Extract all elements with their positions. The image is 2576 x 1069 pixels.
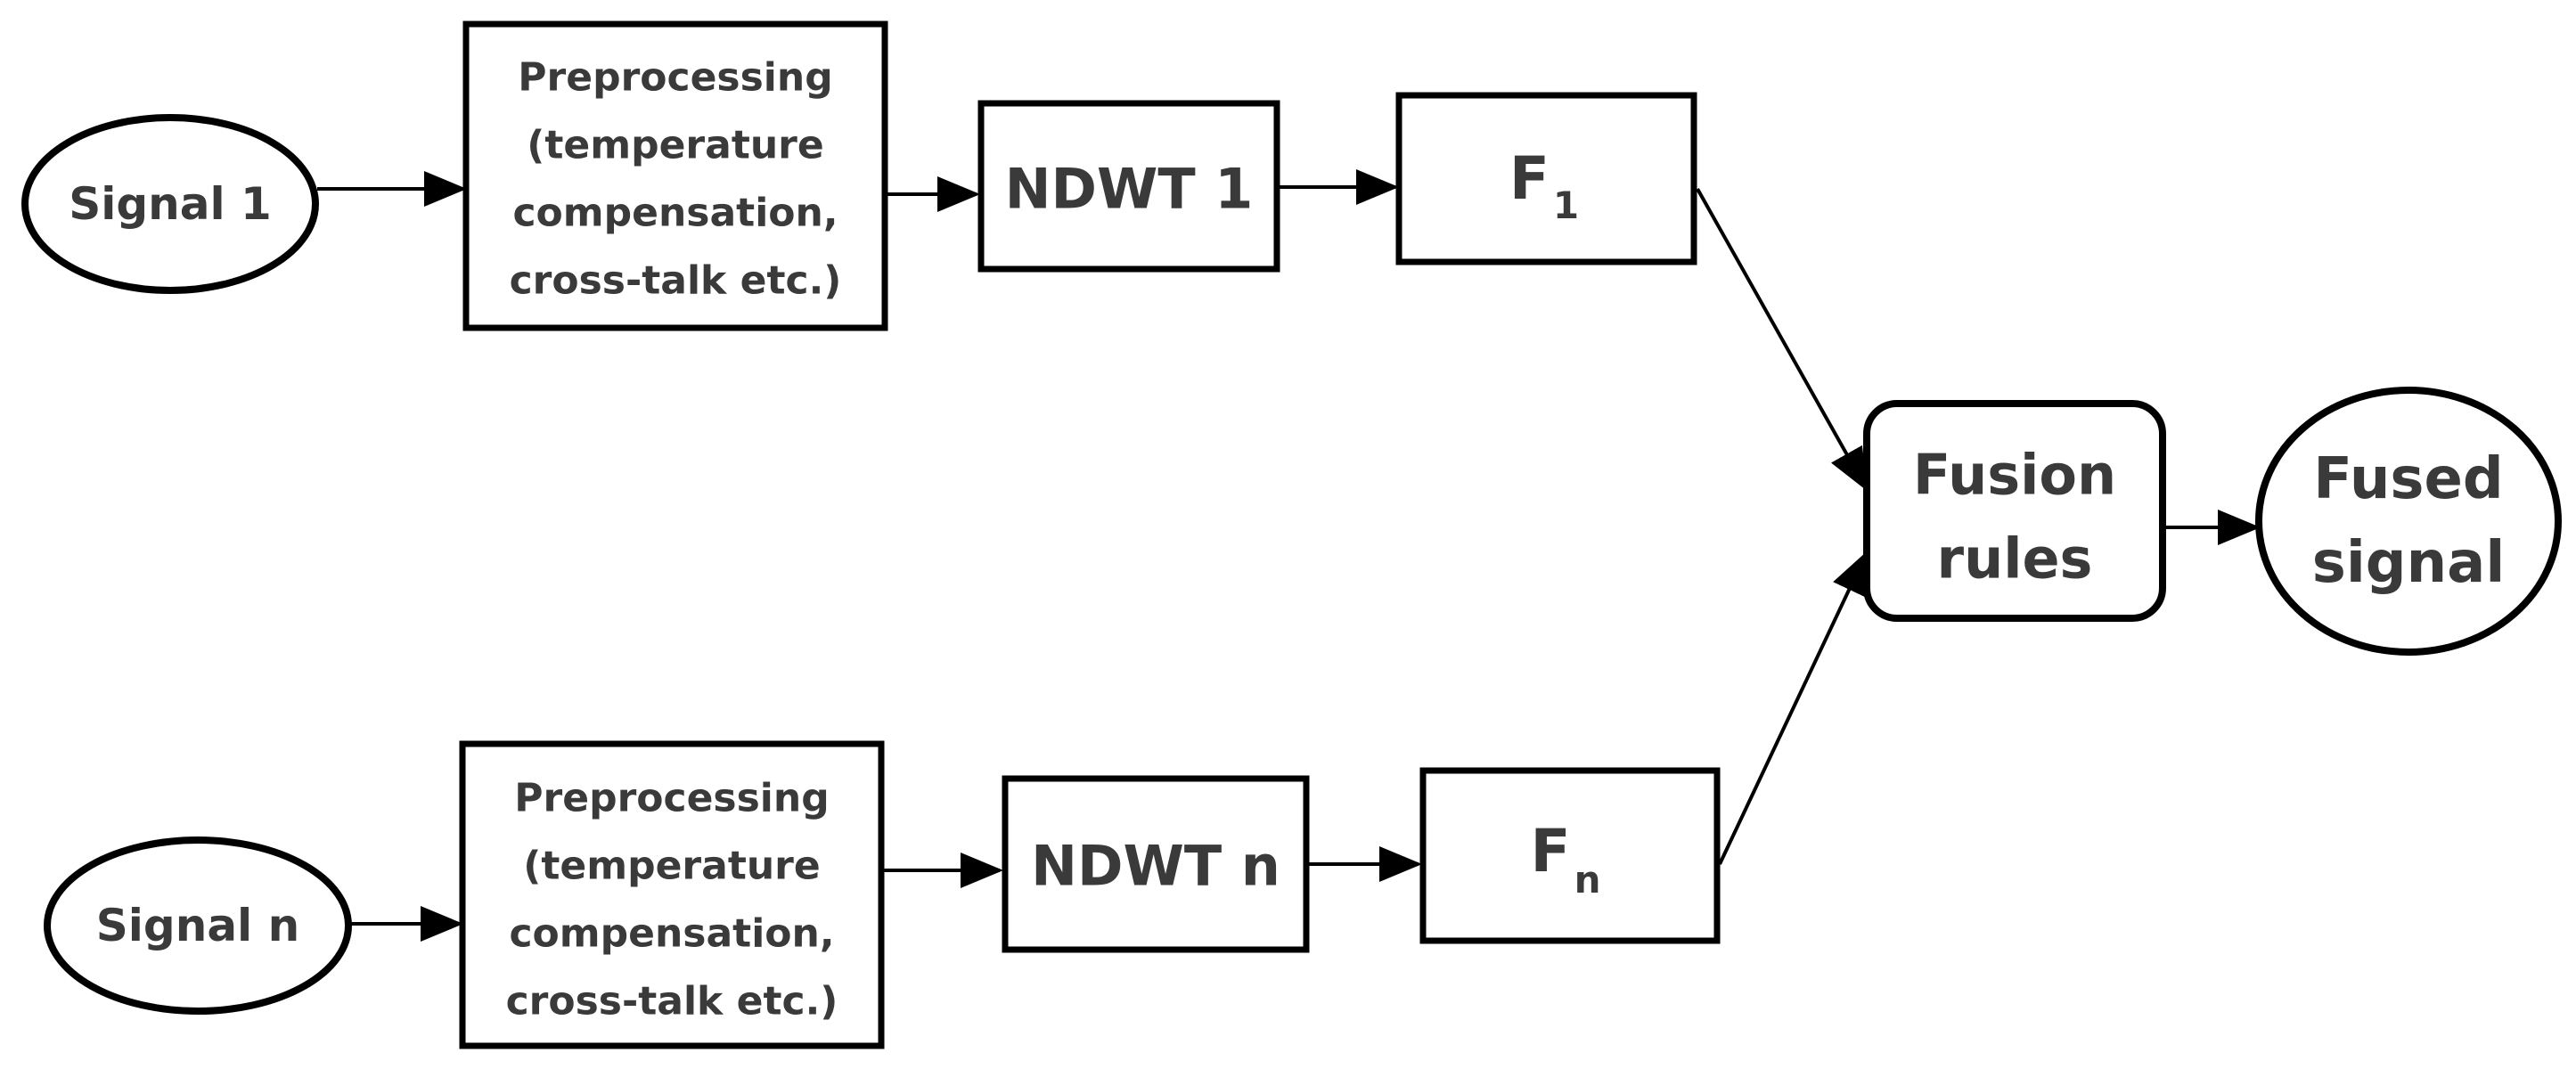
fused-signal-line-2: signal (2312, 530, 2506, 596)
f-1-box: F1 (1395, 92, 1697, 265)
fused-signal-node: Fused signal (2255, 387, 2562, 656)
arrow-f-n-to-fusion-rules (1718, 551, 1868, 865)
fusion-rules-box: Fusion rules (1863, 400, 2166, 622)
signal-n-label: Signal n (96, 900, 299, 951)
f-1-subscript: 1 (1553, 184, 1579, 227)
preprocessing-n-line-4: cross-talk etc.) (506, 979, 838, 1024)
ndwt-n-label: NDWT n (1031, 834, 1280, 899)
preprocessing-n-box: Preprocessing (temperature compensation,… (459, 740, 885, 1049)
preprocessing-n-line-1: Preprocessing (514, 776, 829, 821)
f-n-subscript: n (1574, 858, 1601, 902)
f-n-box: Fn (1419, 767, 1721, 944)
signal-1-label: Signal 1 (69, 178, 272, 230)
fusion-rules-line-2: rules (1937, 526, 2093, 592)
signal-n-node: Signal n (44, 836, 352, 1015)
fusion-rules-line-1: Fusion (1913, 443, 2116, 508)
preprocessing-1-box: Preprocessing (temperature compensation,… (462, 20, 888, 331)
preprocessing-1-line-1: Preprocessing (518, 55, 832, 101)
signal-1-node: Signal 1 (21, 114, 319, 294)
f-1-base: F (1509, 144, 1550, 213)
ndwt-n-box: NDWT n (1002, 775, 1310, 953)
f-n-label: Fn (1531, 817, 1601, 902)
ndwt-1-label: NDWT 1 (1005, 157, 1254, 222)
ndwt-1-box: NDWT 1 (977, 100, 1280, 273)
f-1-label: F1 (1509, 144, 1579, 227)
fused-signal-line-1: Fused (2313, 446, 2503, 512)
f-n-base: F (1531, 817, 1571, 885)
preprocessing-1-line-2: (temperature (527, 123, 823, 168)
preprocessing-n-line-2: (temperature (523, 844, 820, 889)
preprocessing-1-line-4: cross-talk etc.) (510, 258, 842, 304)
arrow-f-1-to-fusion-rules (1696, 188, 1868, 492)
preprocessing-1-line-3: compensation, (512, 191, 838, 236)
preprocessing-n-line-3: compensation, (509, 911, 834, 957)
